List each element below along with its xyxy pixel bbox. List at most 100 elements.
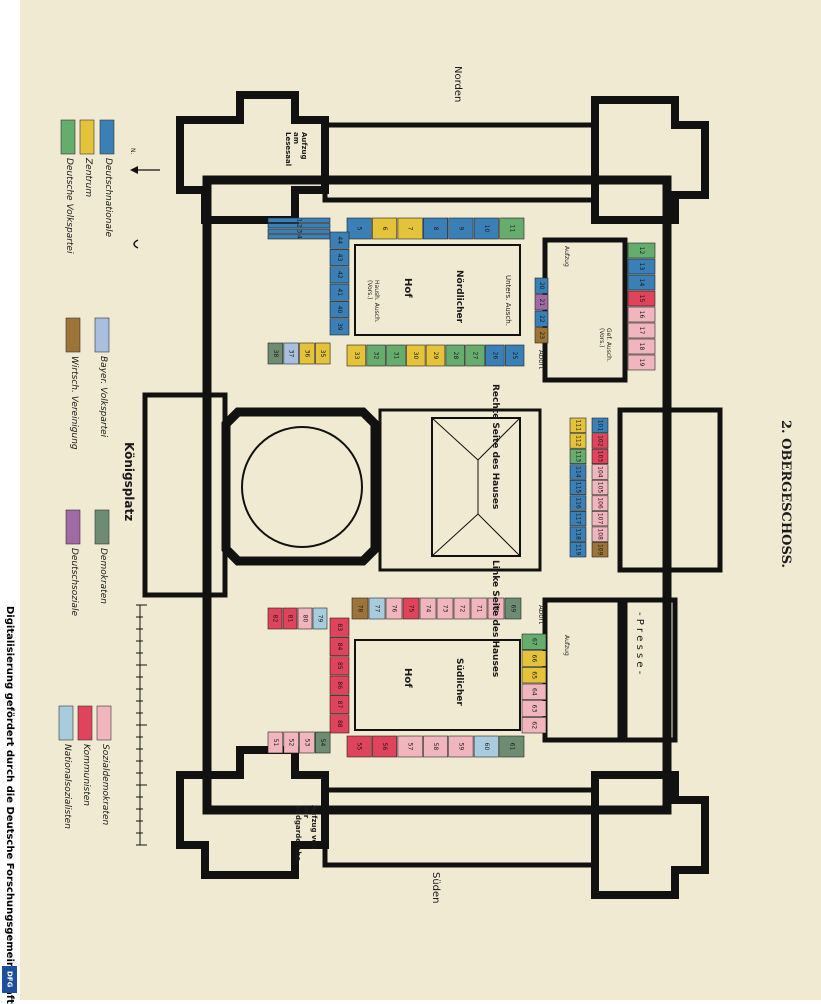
- room-number-17: 17: [638, 327, 645, 335]
- room-number-36: 36: [303, 350, 310, 358]
- room-number-42: 42: [336, 271, 343, 279]
- left-side-label: Linke Seite des Hauses: [490, 560, 500, 678]
- room-number-73: 73: [442, 605, 449, 613]
- legend-swatch-2: [60, 119, 76, 155]
- room-number-103: 103: [597, 451, 604, 463]
- room-number-26: 26: [491, 352, 498, 360]
- room-number-25: 25: [511, 352, 518, 360]
- room-106: [591, 495, 609, 511]
- room-number-13: 13: [638, 263, 645, 271]
- room-number-85: 85: [336, 662, 343, 670]
- room-11: [499, 217, 525, 240]
- room-77: [368, 597, 386, 620]
- room-5: [346, 217, 372, 240]
- room-23: [534, 327, 549, 344]
- room-112: [569, 433, 587, 449]
- room-32: [366, 344, 386, 367]
- room-78: [351, 597, 369, 620]
- credit-text: Digitalisierung gefördert durch die Deut…: [4, 606, 15, 1004]
- room-58: [422, 735, 448, 758]
- room-82: [267, 607, 283, 630]
- room-79: [312, 607, 328, 630]
- room-62: [521, 716, 547, 734]
- room-number-1: 1: [296, 218, 303, 222]
- room-22: [534, 310, 549, 327]
- room-107: [591, 510, 609, 527]
- room-number-119: 119: [575, 544, 582, 556]
- room-number-76: 76: [391, 605, 398, 613]
- room-number-64: 64: [531, 688, 538, 696]
- room-6: [372, 217, 398, 240]
- room-number-81: 81: [287, 615, 294, 623]
- room-number-74: 74: [425, 605, 432, 613]
- plan-title: 2. OBERGESCHOSS.: [778, 420, 793, 569]
- legend-label-0: Deutschnationale: [103, 158, 113, 238]
- scale-bar: [136, 604, 147, 846]
- room-number-23: 23: [538, 331, 545, 339]
- room-number-118: 118: [575, 528, 582, 540]
- place-label: Königsplatz: [122, 442, 136, 522]
- room-number-56: 56: [381, 743, 388, 751]
- room-20: [534, 277, 549, 294]
- room-number-51: 51: [272, 739, 279, 747]
- room-number-61: 61: [508, 743, 515, 751]
- room-2: [267, 223, 331, 229]
- room-number-86: 86: [336, 681, 343, 689]
- west-portico: [142, 392, 228, 598]
- room-10: [473, 217, 499, 240]
- room-number-40: 40: [336, 306, 343, 314]
- room-number-6: 6: [381, 227, 388, 231]
- room-number-32: 32: [373, 352, 380, 360]
- room-number-30: 30: [412, 352, 419, 360]
- tower-top-right: [591, 96, 709, 224]
- room-28: [445, 344, 465, 367]
- room-number-43: 43: [336, 254, 343, 262]
- room-52: [283, 731, 299, 754]
- room-31: [386, 344, 406, 367]
- room-115: [569, 479, 587, 496]
- north-arrow-icon: [130, 166, 160, 249]
- room-61: [499, 735, 525, 758]
- room-40: [329, 300, 350, 318]
- legend-label-2: Deutsche Volkspartei: [64, 158, 74, 254]
- south-court-label-2: Hof: [402, 668, 413, 688]
- legend-label-5: Demokraten: [98, 548, 108, 604]
- room-39: [329, 318, 350, 336]
- central-hall: [378, 408, 542, 572]
- room-111: [569, 417, 587, 433]
- room-number-19: 19: [638, 359, 645, 367]
- north-east-room: [542, 237, 628, 383]
- legend-swatch-9: [58, 705, 74, 741]
- compass-south: Süden: [430, 872, 441, 904]
- compass-arrow-label: N.: [129, 148, 136, 155]
- room-number-28: 28: [452, 352, 459, 360]
- legend-swatch-6: [65, 509, 81, 545]
- room-number-38: 38: [272, 350, 279, 358]
- legend-label-8: Kommunisten: [81, 744, 91, 806]
- room-59: [448, 735, 474, 758]
- legend-swatch-3: [94, 317, 110, 353]
- south-court: [354, 639, 521, 731]
- abort-north-label: Abort: [537, 350, 545, 370]
- room-101: [591, 417, 609, 433]
- room-84: [329, 636, 350, 656]
- room-56: [372, 735, 398, 758]
- room-number-80: 80: [302, 615, 309, 623]
- room-number-7: 7: [407, 227, 414, 231]
- aufzug-lesesaal-label: Aufzug am Lesesaal: [284, 132, 308, 167]
- room-number-104: 104: [597, 466, 604, 478]
- room-65: [521, 666, 547, 684]
- room-number-41: 41: [336, 288, 343, 296]
- legend-label-3: Bayer. Volkspartei: [98, 356, 108, 438]
- north-wing: [322, 122, 598, 203]
- room-number-84: 84: [336, 643, 343, 651]
- room-number-44: 44: [336, 236, 343, 244]
- room-number-106: 106: [597, 497, 604, 509]
- north-court: [354, 244, 521, 336]
- room-37: [283, 342, 299, 365]
- presse-label: - P r e s s e -: [634, 612, 645, 675]
- room-119: [569, 542, 587, 558]
- room-number-11: 11: [508, 225, 515, 233]
- room-116: [569, 495, 587, 511]
